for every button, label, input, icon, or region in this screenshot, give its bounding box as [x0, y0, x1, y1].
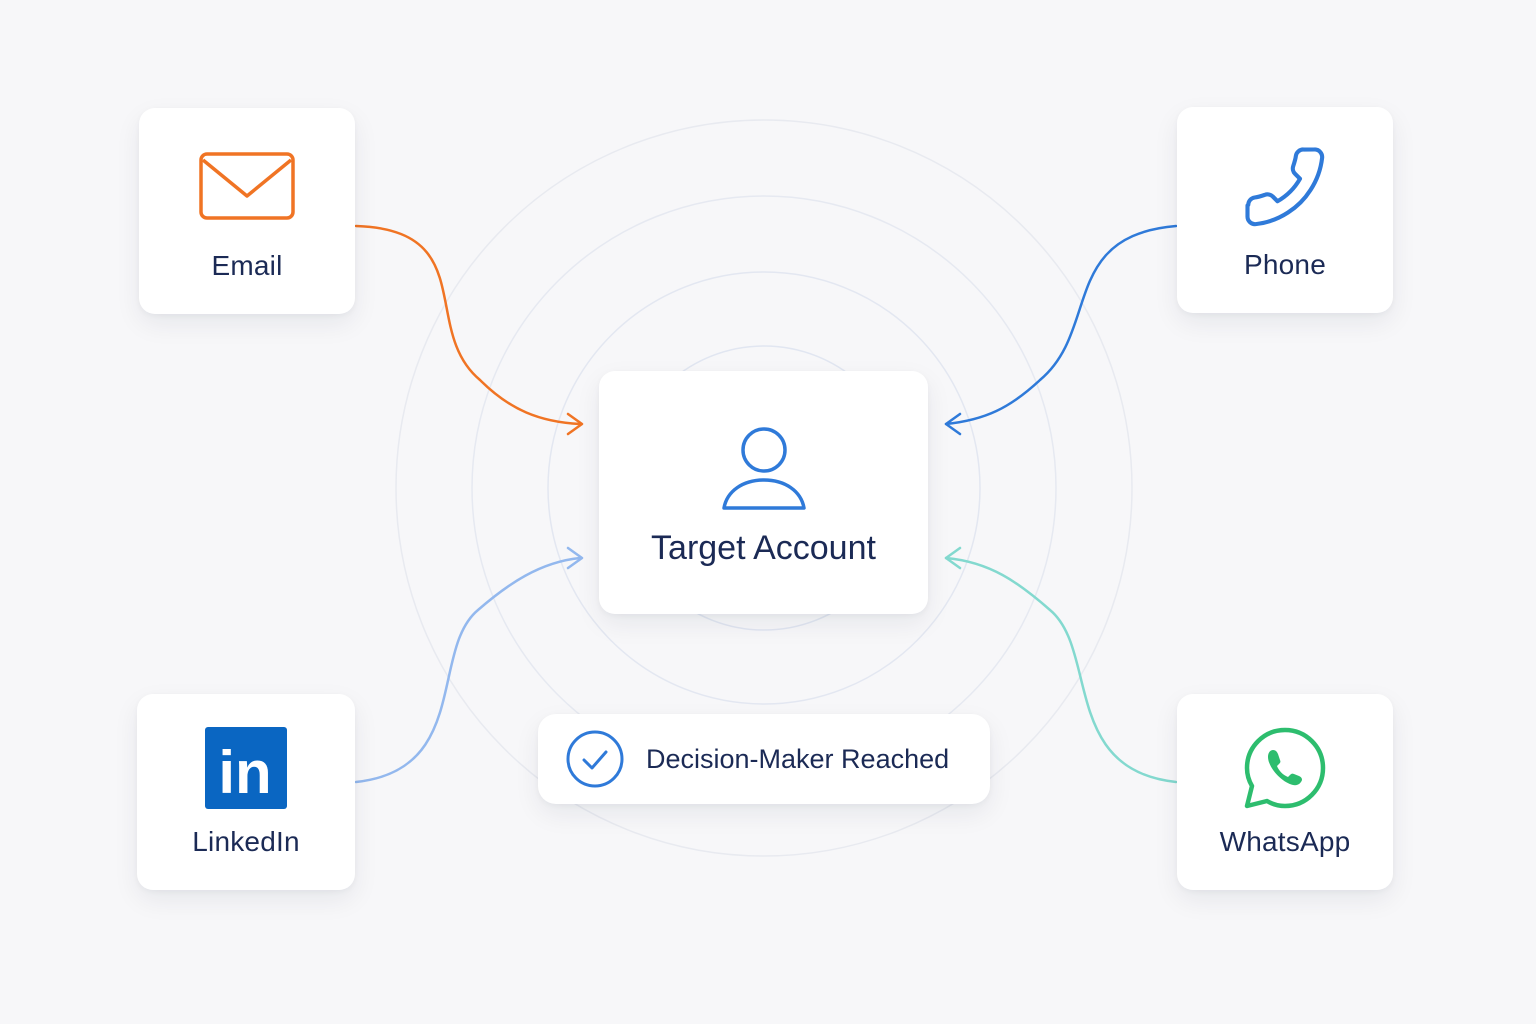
phone-connector	[944, 224, 1178, 436]
linkedin-card[interactable]: in LinkedIn	[137, 694, 355, 890]
whatsapp-icon	[1235, 718, 1335, 818]
phone-icon	[1235, 137, 1335, 237]
target-account-card[interactable]: Target Account	[599, 371, 928, 614]
phone-label: Phone	[1244, 249, 1326, 280]
status-label: Decision-Maker Reached	[646, 743, 950, 774]
phone-card[interactable]: Phone	[1177, 107, 1393, 313]
linkedin-logo-text: in	[218, 739, 271, 806]
ring	[395, 119, 1133, 857]
envelope-icon	[197, 138, 297, 238]
linkedin-icon: in	[196, 718, 296, 818]
whatsapp-label: WhatsApp	[1219, 826, 1351, 857]
check-circle-icon	[566, 730, 624, 788]
status-pill: Decision-Maker Reached	[538, 714, 990, 804]
whatsapp-connector	[944, 546, 1178, 784]
linkedin-label: LinkedIn	[192, 826, 300, 857]
email-connector	[354, 224, 584, 436]
target-account-label: Target Account	[651, 529, 876, 567]
ring	[547, 271, 981, 705]
user-icon	[714, 417, 814, 517]
whatsapp-card[interactable]: WhatsApp	[1177, 694, 1393, 890]
email-card[interactable]: Email	[139, 108, 355, 314]
linkedin-connector	[354, 546, 584, 784]
email-label: Email	[211, 250, 283, 281]
